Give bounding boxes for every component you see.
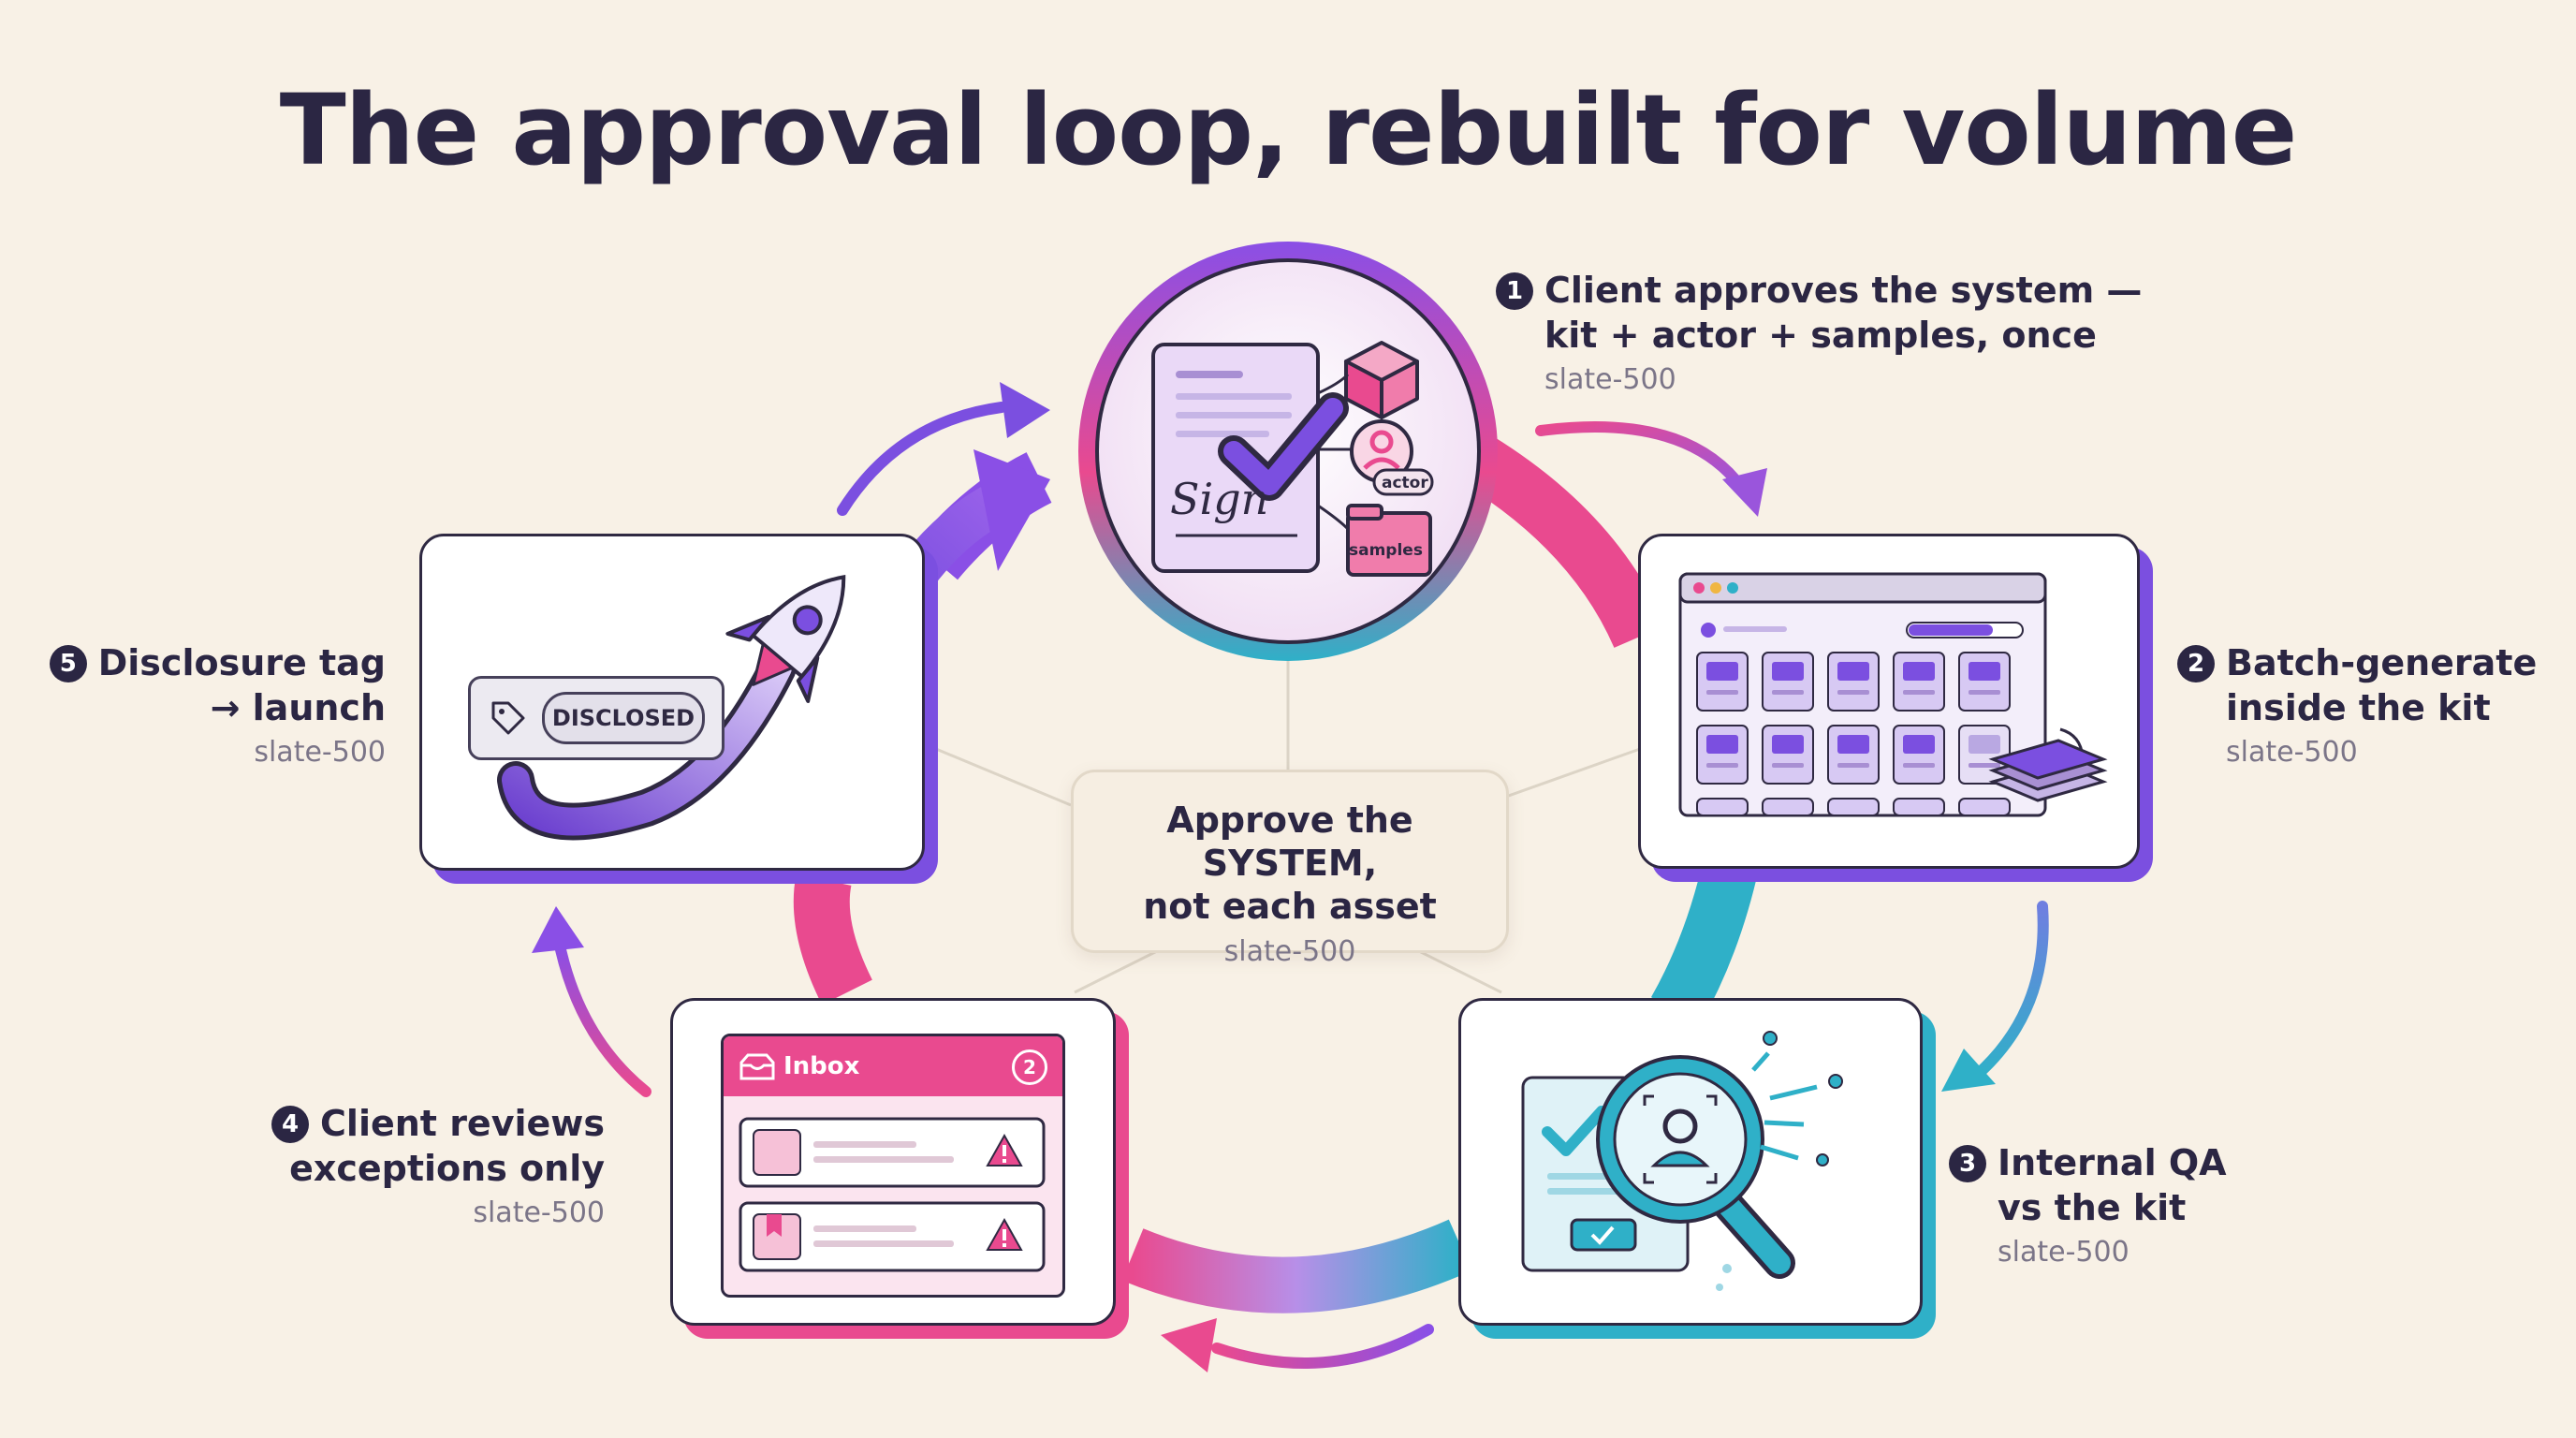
grid-tile — [1696, 798, 1749, 816]
grid-tile — [1827, 652, 1880, 712]
grid-tile-thumb — [1837, 662, 1869, 681]
actor-avatar-icon — [1350, 419, 1434, 496]
grid-tile — [1893, 725, 1945, 785]
grid-tile — [1827, 725, 1880, 785]
grid-tile — [1762, 725, 1814, 785]
step-2-card — [1638, 534, 2140, 869]
grid-tile-thumb — [1969, 662, 2000, 681]
actor-label: actor — [1382, 474, 1428, 492]
grid-tile — [1893, 798, 1945, 816]
tag-icon — [491, 701, 525, 735]
grid-tile — [1827, 798, 1880, 816]
center-principle-box: Approve the SYSTEM, not each asset slate… — [1071, 770, 1509, 968]
grid-tile-caption — [1837, 763, 1869, 768]
grid-tile-caption — [1837, 690, 1869, 695]
grid-tile-thumb — [1706, 735, 1738, 754]
grid-tile — [1958, 652, 2011, 712]
spokes — [935, 637, 1641, 994]
inbox-panel: Inbox 2 — [721, 1034, 1065, 1298]
rocket-launch-icon — [497, 575, 846, 841]
samples-label: samples — [1349, 541, 1423, 560]
samples-folder-icon — [1346, 504, 1432, 577]
disclosure-tag: DISCLOSED — [468, 676, 724, 760]
grid-tile — [1762, 798, 1814, 816]
grid-tile-thumb — [1772, 662, 1804, 681]
grid-tile-thumb — [1903, 662, 1935, 681]
step-5-number: 5 — [49, 645, 87, 682]
inbox-count-badge: 2 — [1012, 1049, 1047, 1085]
package-icon — [1344, 341, 1419, 419]
grid-tile — [1696, 652, 1749, 712]
center-sub: slate-500 — [1223, 935, 1356, 968]
grid-tile-caption — [1903, 763, 1935, 768]
grid-tile-caption — [1772, 690, 1804, 695]
signature-text: Sign — [1170, 474, 1269, 524]
checkmark-icon — [1218, 392, 1349, 501]
center-principle-text: Approve the SYSTEM, not each asset — [1143, 800, 1437, 927]
grid-tile-thumb — [1837, 735, 1869, 754]
inbox-tray-icon — [739, 1053, 775, 1080]
inbox-header: Inbox 2 — [724, 1036, 1062, 1096]
grid-tile-thumb — [1969, 735, 2000, 754]
step-1-icon — [1078, 242, 1498, 661]
grid-tile-caption — [1969, 763, 2000, 768]
grid-tile — [1893, 652, 1945, 712]
step-4-number: 4 — [271, 1106, 310, 1143]
step-3-card — [1458, 998, 1923, 1326]
batch-grid-icon — [1678, 572, 2108, 817]
grid-tile-caption — [1706, 763, 1738, 768]
inbox-title: Inbox — [783, 1052, 860, 1080]
grid-tile-thumb — [1706, 662, 1738, 681]
disclosed-pill: DISCLOSED — [542, 692, 705, 744]
page-title: The approval loop, rebuilt for volume — [279, 73, 2298, 187]
step-3-number: 3 — [1949, 1145, 1986, 1182]
inbox-items — [739, 1117, 1046, 1272]
grid-tile-thumb — [1903, 735, 1935, 754]
grid-tile — [1958, 798, 2011, 816]
grid-tile-caption — [1706, 690, 1738, 695]
magnifier-qa-icon — [1521, 1031, 1843, 1291]
grid-tile — [1696, 725, 1749, 785]
grid-tile-thumb — [1772, 735, 1804, 754]
grid-tile — [1762, 652, 1814, 712]
grid-tile-caption — [1903, 690, 1935, 695]
step-1-number: 1 — [1496, 272, 1533, 310]
grid-tile-caption — [1969, 690, 2000, 695]
grid-tile-caption — [1772, 763, 1804, 768]
stack-icon — [1988, 739, 2108, 802]
step-2-number: 2 — [2177, 645, 2215, 682]
